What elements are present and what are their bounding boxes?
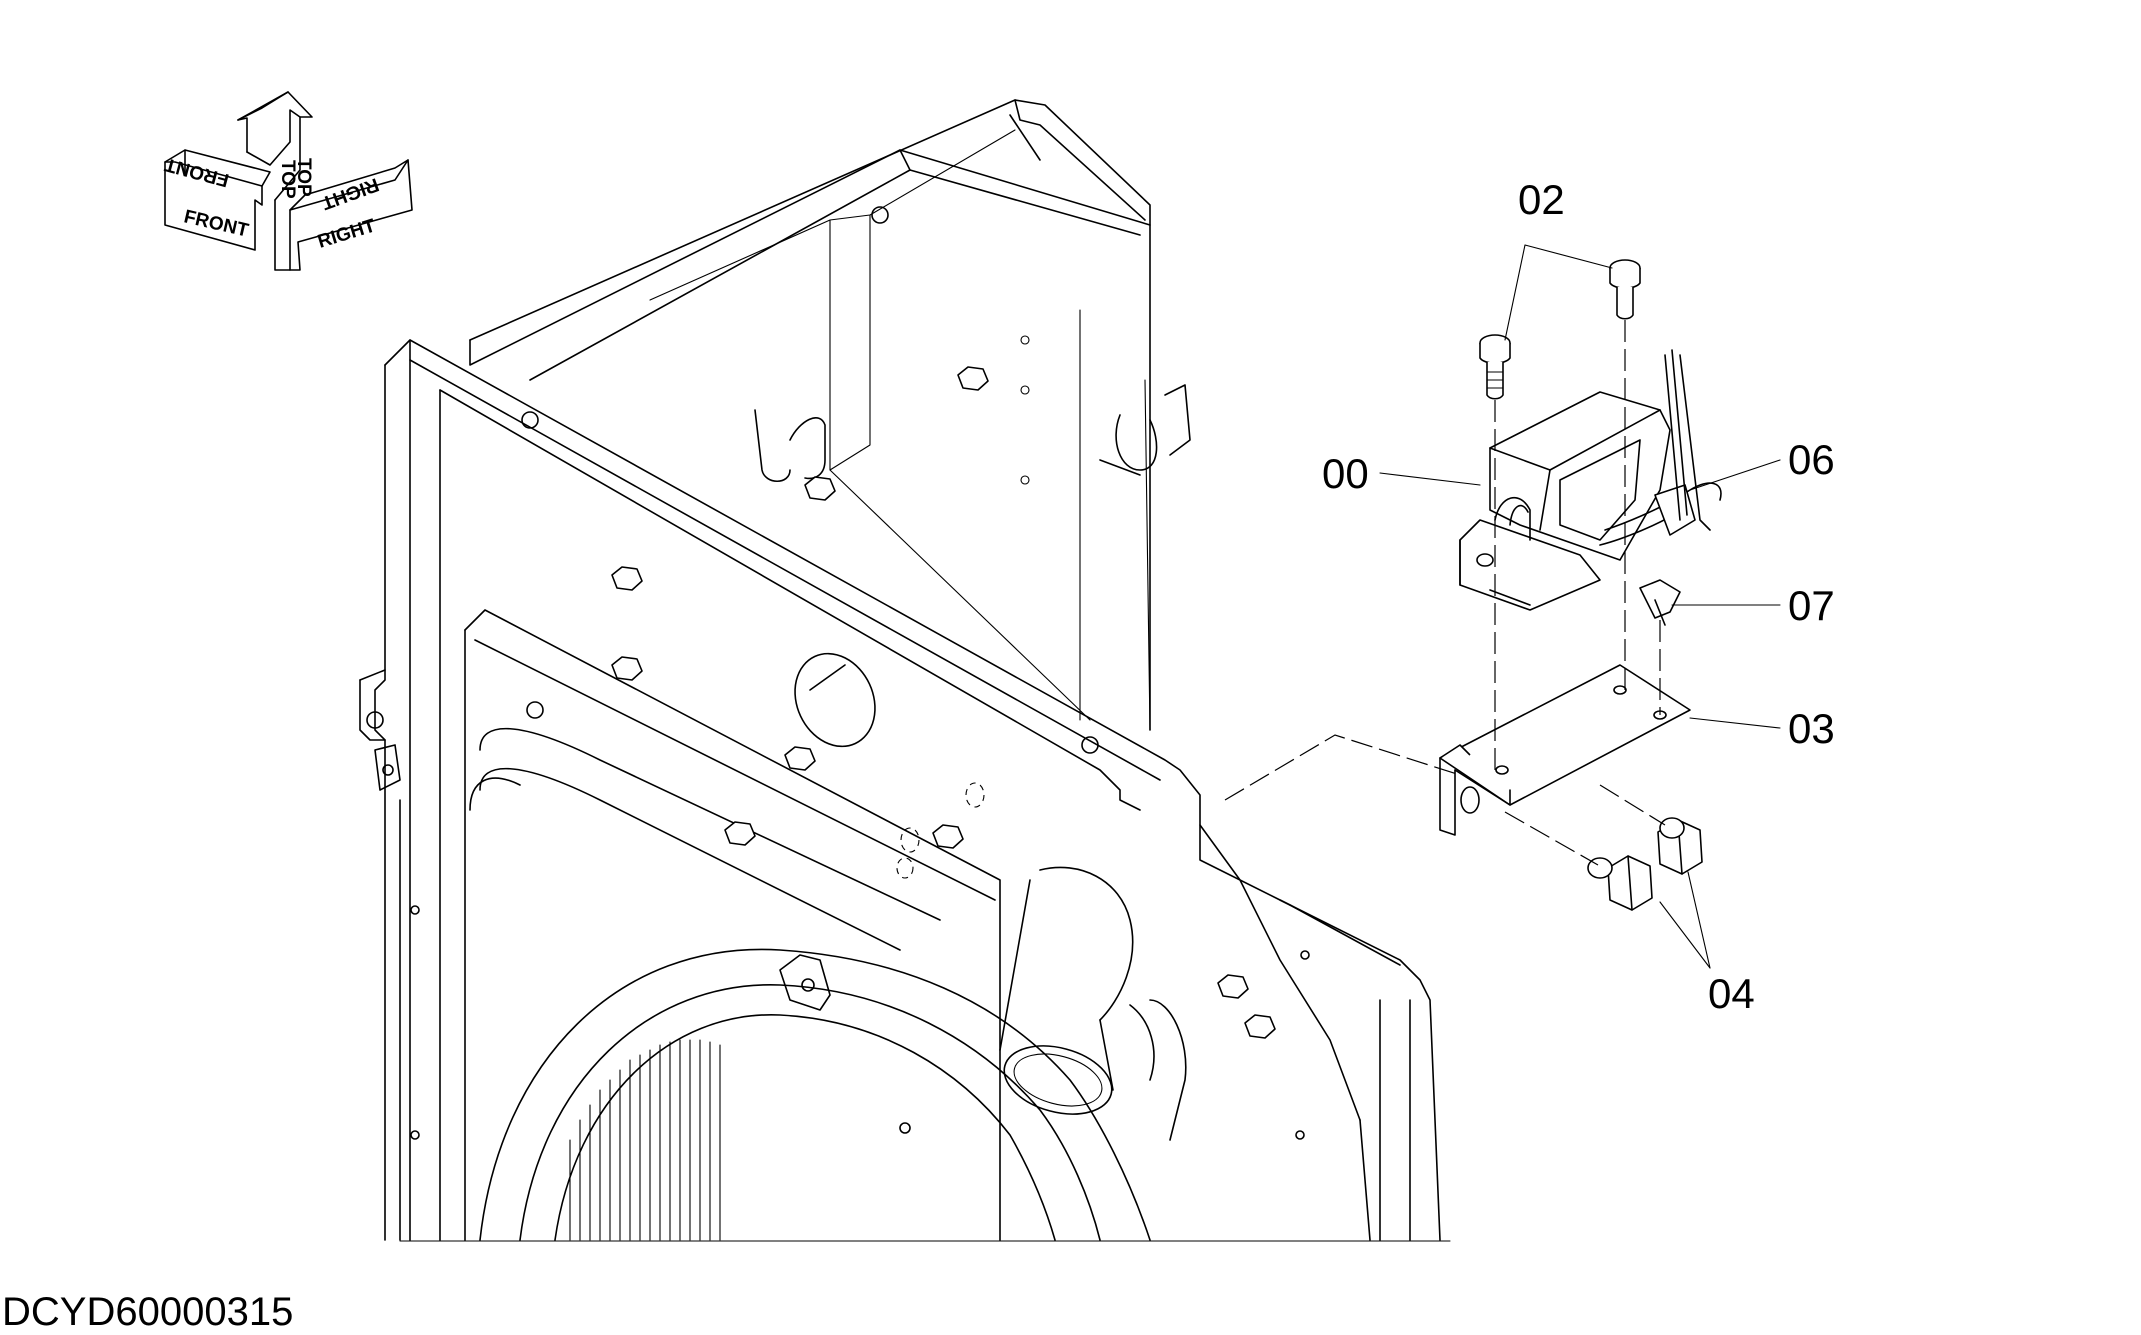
alignment-lines: [1494, 320, 1666, 866]
assembly-leader-line: [1224, 734, 1461, 801]
callout-06: 06: [1788, 436, 1835, 483]
bolt-02-right: [1609, 259, 1641, 320]
clip-nut-07: [1639, 579, 1681, 626]
mounting-bracket-03: [1439, 664, 1691, 836]
orientation-label-right-top: RIGHT: [318, 173, 381, 213]
hex-nut-group: [611, 366, 1276, 1039]
callout-00: 00: [1322, 450, 1369, 497]
callout-03: 03: [1788, 705, 1835, 752]
drawing-id-label: DCYD60000315: [2, 1290, 294, 1334]
orientation-label-front-side: FRONT: [182, 206, 251, 241]
flange-bolt-04-upper: [1657, 817, 1703, 875]
callout-07: 07: [1788, 582, 1835, 629]
callout-04: 04: [1708, 970, 1755, 1017]
orientation-label-top-2: TOP: [293, 158, 314, 197]
radiator-shroud-assembly: [359, 99, 1560, 1242]
orientation-label-right-side: RIGHT: [315, 215, 378, 252]
callout-leaders: [1379, 244, 1781, 969]
callout-02: 02: [1518, 176, 1565, 223]
bolt-02-left: [1479, 334, 1511, 400]
orientation-label-top-1: TOP: [277, 160, 298, 199]
orientation-arrow-icon: FRONT FRONT TOP TOP RIGHT RIGHT: [162, 91, 413, 271]
